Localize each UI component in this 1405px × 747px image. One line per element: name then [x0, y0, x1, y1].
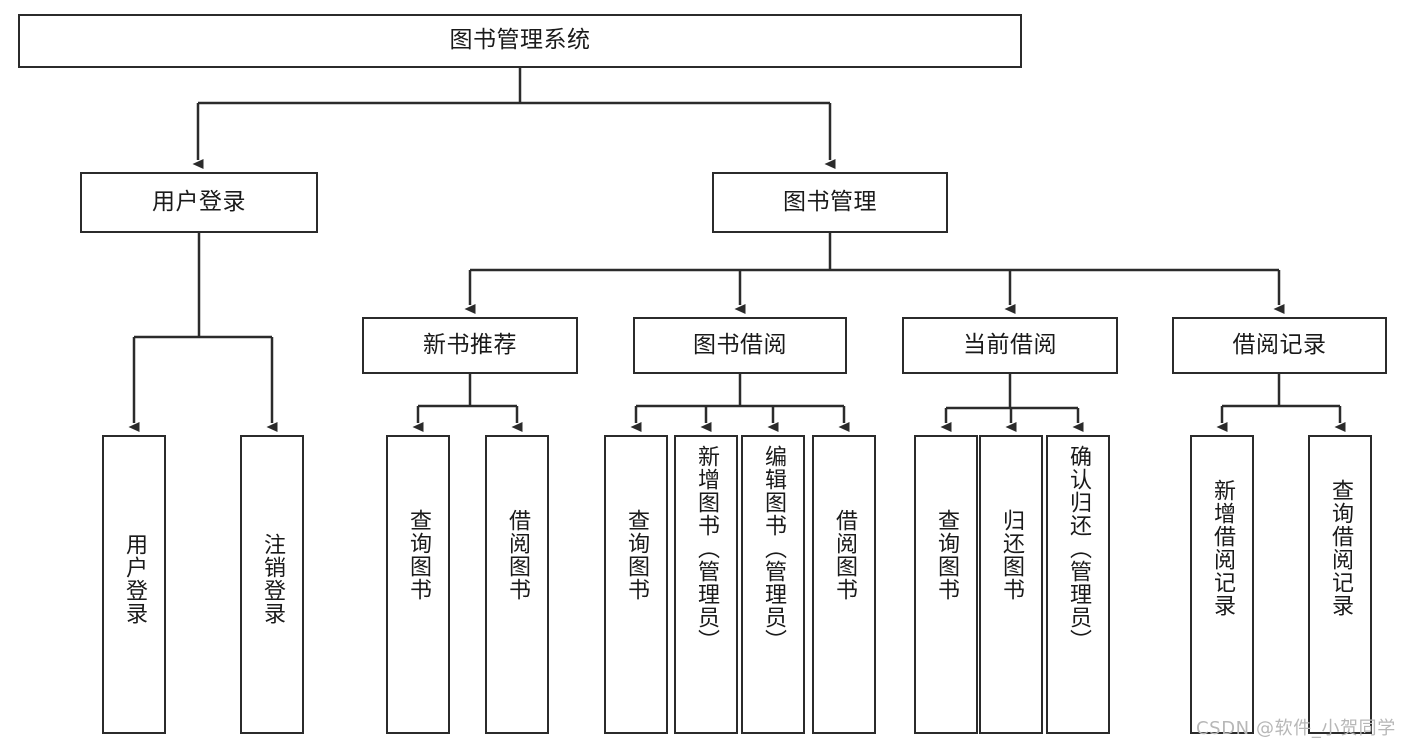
node-leaf-query-book-borrow-label: 查询图书 [624, 509, 649, 601]
node-book-borrow-label: 图书借阅 [693, 331, 787, 358]
node-leaf-return-book-label: 归还图书 [999, 509, 1024, 601]
node-leaf-logout[interactable]: 注销登录 [240, 435, 304, 734]
node-root[interactable]: 图书管理系统 [18, 14, 1022, 68]
node-leaf-edit-book-admin[interactable]: 编辑图书（管理员） [741, 435, 805, 734]
node-leaf-add-book-admin-label: 新增图书（管理员） [694, 445, 719, 652]
node-leaf-borrow-book-label: 借阅图书 [832, 509, 857, 601]
node-leaf-user-login[interactable]: 用户登录 [102, 435, 166, 734]
node-leaf-query-book-rec-label: 查询图书 [406, 509, 431, 601]
node-root-label: 图书管理系统 [449, 27, 591, 54]
node-leaf-logout-label: 注销登录 [260, 533, 285, 625]
node-new-book-recommend-label: 新书推荐 [423, 331, 517, 358]
node-leaf-borrow-book-rec-label: 借阅图书 [505, 509, 530, 601]
node-book-management-label: 图书管理 [783, 188, 877, 215]
node-leaf-return-book[interactable]: 归还图书 [979, 435, 1043, 734]
csdn-watermark: CSDN @软件_小贺同学 [1196, 718, 1396, 739]
node-leaf-query-borrow-record[interactable]: 查询借阅记录 [1308, 435, 1372, 734]
node-borrow-record[interactable]: 借阅记录 [1172, 317, 1387, 374]
node-user-login-label: 用户登录 [152, 188, 246, 215]
node-leaf-edit-book-admin-label: 编辑图书（管理员） [761, 445, 786, 652]
node-leaf-borrow-book[interactable]: 借阅图书 [812, 435, 876, 734]
node-leaf-query-borrow-record-label: 查询借阅记录 [1328, 479, 1353, 617]
node-leaf-query-book-current-label: 查询图书 [934, 509, 959, 601]
node-leaf-query-book-rec[interactable]: 查询图书 [386, 435, 450, 734]
node-new-book-recommend[interactable]: 新书推荐 [362, 317, 578, 374]
node-book-borrow[interactable]: 图书借阅 [633, 317, 847, 374]
node-leaf-user-login-label: 用户登录 [122, 533, 147, 625]
node-leaf-add-borrow-record-label: 新增借阅记录 [1210, 479, 1235, 617]
node-leaf-confirm-return-admin[interactable]: 确认归还（管理员） [1046, 435, 1110, 734]
node-leaf-add-book-admin[interactable]: 新增图书（管理员） [674, 435, 738, 734]
node-current-borrow-label: 当前借阅 [963, 331, 1057, 358]
node-leaf-query-book-current[interactable]: 查询图书 [914, 435, 978, 734]
node-leaf-add-borrow-record[interactable]: 新增借阅记录 [1190, 435, 1254, 734]
node-borrow-record-label: 借阅记录 [1232, 331, 1327, 358]
node-book-management[interactable]: 图书管理 [712, 172, 948, 233]
node-leaf-query-book-borrow[interactable]: 查询图书 [604, 435, 668, 734]
node-leaf-borrow-book-rec[interactable]: 借阅图书 [485, 435, 549, 734]
node-user-login[interactable]: 用户登录 [80, 172, 318, 233]
node-leaf-confirm-return-admin-label: 确认归还（管理员） [1066, 445, 1091, 652]
node-current-borrow[interactable]: 当前借阅 [902, 317, 1118, 374]
